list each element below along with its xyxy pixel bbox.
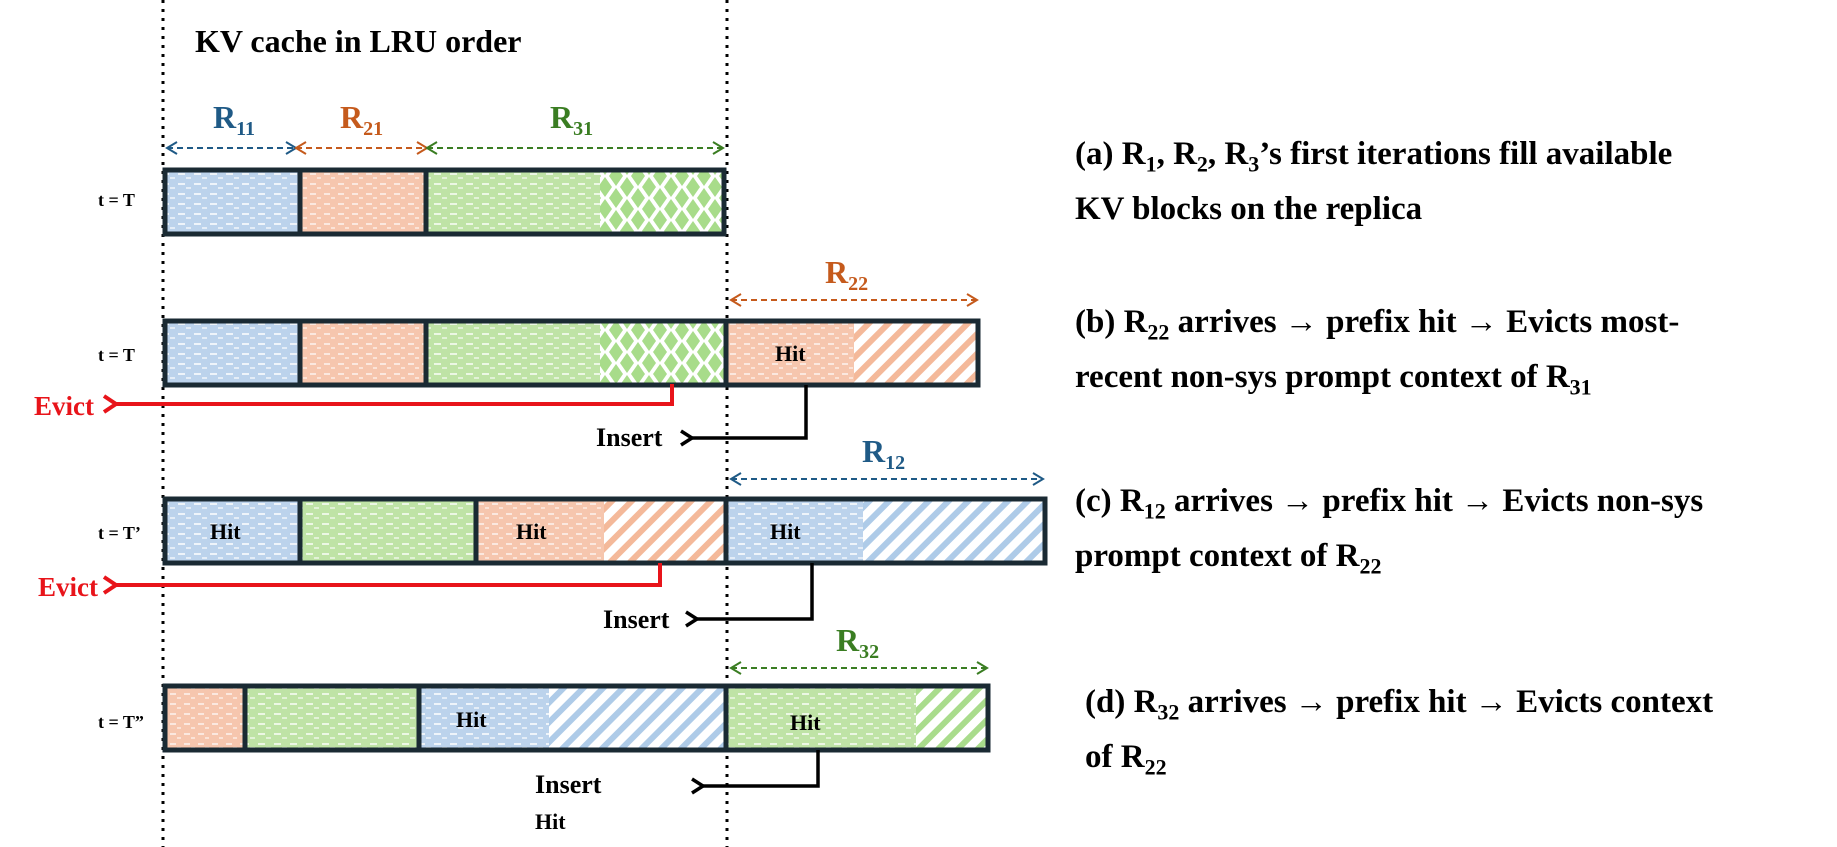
block-r11 [165,321,298,385]
evict-arrow-row3: Evict [38,563,662,602]
block-r21 [302,170,424,234]
hit-label: Hit [790,710,821,735]
svg-text:Insert: Insert [535,770,602,799]
block-r22-new [604,499,724,563]
block-r22-hit [728,321,854,385]
block-r31-sys [302,499,474,563]
hit-label: Hit [210,519,241,544]
range-r12: R12 [729,433,1045,486]
block-r32-hit [728,686,916,750]
hit-label: Hit [775,341,806,366]
block-r12-hit [421,686,549,750]
svg-text:Evict: Evict [34,391,94,421]
time-label-row1: t = T [98,190,135,210]
block-r12-new [863,499,1045,563]
hit-label: Hit [770,519,801,544]
block-r22-hit [478,499,604,563]
time-label-row3: t = T’ [98,523,141,543]
svg-text:R32: R32 [836,622,879,663]
insert-arrow-row3: Insert [603,563,814,634]
insert-arrow-row4: Insert Hit [535,750,820,834]
evict-arrow-row2: Evict [34,384,674,421]
caption-b: (b) R22 arrives → prefix hit → Evicts mo… [1075,304,1680,400]
range-r31: R31 [425,99,725,155]
block-r31-ctx [600,170,724,234]
hit-label: Hit [516,519,547,544]
block-r12-hit [728,499,863,563]
caption-d: (d) R32 arrives → prefix hit → Evicts co… [1085,684,1714,780]
block-r22-new [854,321,978,385]
block-r31-ctx [600,321,724,385]
diagram-title: KV cache in LRU order [195,23,521,59]
caption-c: (c) R12 arrives → prefix hit → Evicts no… [1075,483,1704,579]
block-r22-hit [165,686,243,750]
svg-text:Evict: Evict [38,572,98,602]
svg-text:R12: R12 [862,433,905,474]
range-r11: R11 [165,99,298,155]
svg-text:Hit: Hit [535,809,566,834]
insert-arrow-row2: Insert [596,385,808,452]
block-r31-sys [428,170,600,234]
svg-text:R21: R21 [340,99,383,140]
cache-bar-row4 [162,683,991,753]
caption-a: (a) R1, R2, R3’s first iterations fill a… [1075,136,1673,227]
block-r31-sys [247,686,417,750]
range-r32: R32 [729,622,989,675]
block-r11 [165,170,298,234]
block-r31-sys [428,321,600,385]
svg-text:R11: R11 [213,99,255,140]
block-r11-hit [165,499,298,563]
cache-bar-row3 [162,496,1048,566]
cache-bar-row2 [162,318,981,388]
cache-bar-row1 [162,167,727,237]
svg-text:R31: R31 [550,99,593,140]
range-r21: R21 [294,99,429,155]
time-label-row2: t = T [98,345,135,365]
range-r22: R22 [729,254,979,307]
svg-text:R22: R22 [825,254,868,295]
time-label-row4: t = T” [98,712,144,732]
block-r12-new [549,686,724,750]
svg-text:Insert: Insert [596,423,663,452]
svg-text:Insert: Insert [603,605,670,634]
block-r32-new [916,686,988,750]
block-r21 [302,321,424,385]
hit-label: Hit [456,707,487,732]
